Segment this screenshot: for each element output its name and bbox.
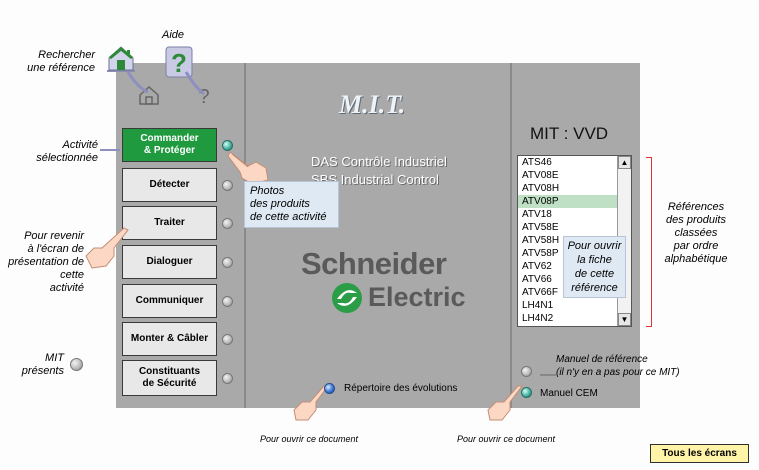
activity-label: Communiquer — [135, 295, 204, 306]
activity-label: Constituants de Sécurité — [138, 366, 201, 389]
manual-reference-note: Manuel de référence (il n'y en a pas pou… — [556, 354, 680, 378]
brand-schneider: Schneider — [301, 246, 447, 281]
schneider-logo-icon — [329, 281, 365, 315]
help-icon[interactable]: ? — [163, 44, 195, 80]
manual-reference-radio[interactable] — [521, 366, 532, 377]
list-item[interactable]: ATV66F — [522, 287, 558, 298]
list-item[interactable]: ATV58E — [522, 222, 559, 233]
activity-label: Monter & Câbler — [130, 333, 209, 344]
panel-divider-right — [510, 63, 512, 408]
list-item[interactable]: ATV08E — [522, 170, 559, 181]
photo-radio-5[interactable] — [222, 296, 233, 307]
all-screens-button[interactable]: Tous les écrans — [650, 444, 749, 463]
list-item[interactable]: LH4N2 — [522, 313, 554, 324]
activity-selected-note: Activité sélectionnée — [36, 139, 98, 164]
list-item[interactable]: ATV58P — [522, 248, 559, 259]
manual-cem-radio[interactable] — [521, 387, 532, 398]
hand-pointer-icon — [84, 226, 132, 276]
svg-text:?: ? — [171, 48, 187, 78]
open-document-note-2: Pour ouvrir ce document — [457, 434, 556, 444]
search-reference-note: Rechercher une référence — [27, 49, 95, 74]
activity-communiquer[interactable]: Communiquer — [122, 284, 217, 318]
mit-present-note: MIT présents — [21, 352, 64, 377]
references-note: Références des produits classées par ord… — [664, 201, 728, 265]
list-item[interactable]: ATV58H — [522, 235, 560, 246]
arrow-icon — [540, 371, 556, 379]
open-sheet-callout: Pour ouvrir la fiche de cette référence — [563, 236, 626, 298]
scroll-down-icon[interactable]: ▼ — [618, 313, 631, 326]
photo-radio-1[interactable] — [222, 140, 233, 151]
help-note: Aide — [162, 29, 185, 41]
sbs-line: SBS Industrial Control — [311, 172, 439, 187]
evolutions-label[interactable]: Répertoire des évolutions — [344, 383, 458, 394]
activity-label: Détecter — [149, 179, 190, 190]
list-item[interactable]: ATS46 — [522, 157, 552, 168]
back-to-activity-note: Pour revenir à l'écran de présentation d… — [8, 230, 84, 294]
mit-title: MIT : VVD — [530, 124, 609, 143]
list-item[interactable]: ATV66 — [522, 274, 552, 285]
list-item[interactable]: ATV08H — [522, 183, 560, 194]
home-search-icon[interactable] — [103, 42, 139, 76]
list-item[interactable]: LH4N1 — [522, 300, 554, 311]
open-document-note-1: Pour ouvrir ce document — [260, 434, 359, 444]
mit-logo: M.I.T. — [339, 90, 406, 119]
manual-cem-label[interactable]: Manuel CEM — [540, 388, 598, 399]
hand-pointer-icon — [292, 384, 334, 424]
help-grey-icon: ? — [196, 83, 212, 107]
photo-radio-4[interactable] — [222, 257, 233, 268]
svg-text:?: ? — [198, 86, 209, 107]
activity-traiter[interactable]: Traiter — [122, 206, 217, 240]
activity-commander-proteger[interactable]: Commander & Protéger — [122, 128, 217, 162]
photo-radio-6[interactable] — [222, 334, 233, 345]
arrow-shape — [118, 70, 218, 100]
brand-electric: Electric — [368, 282, 466, 312]
activity-dialoguer[interactable]: Dialoguer — [122, 245, 217, 279]
activity-label: Traiter — [154, 217, 185, 228]
photos-callout: Photos des produits de cette activité — [244, 181, 339, 228]
activity-label: Dialoguer — [146, 256, 193, 267]
panel-divider-left — [244, 63, 246, 408]
activity-monter-cabler[interactable]: Monter & Câbler — [122, 322, 217, 356]
arrow-icon — [100, 146, 122, 154]
activity-detecter[interactable]: Détecter — [122, 168, 217, 202]
list-item-selected[interactable]: ATV08P — [518, 195, 631, 208]
das-line: DAS Contrôle Industriel — [311, 154, 447, 169]
activity-constituants-securite[interactable]: Constituants de Sécurité — [122, 360, 217, 396]
hand-pointer-icon — [486, 384, 528, 424]
photo-radio-3[interactable] — [222, 218, 233, 229]
list-item[interactable]: ATV62 — [522, 261, 552, 272]
evolutions-radio[interactable] — [324, 383, 335, 394]
home-grey-icon — [137, 84, 161, 106]
mit-present-radio[interactable] — [70, 358, 83, 371]
activity-label: Commander & Protéger — [140, 133, 199, 156]
list-item[interactable]: ATV18 — [522, 209, 552, 220]
scroll-up-icon[interactable]: ▲ — [618, 156, 631, 169]
bracket-shape — [646, 157, 652, 327]
photo-radio-7[interactable] — [222, 373, 233, 384]
photo-radio-2[interactable] — [222, 180, 233, 191]
